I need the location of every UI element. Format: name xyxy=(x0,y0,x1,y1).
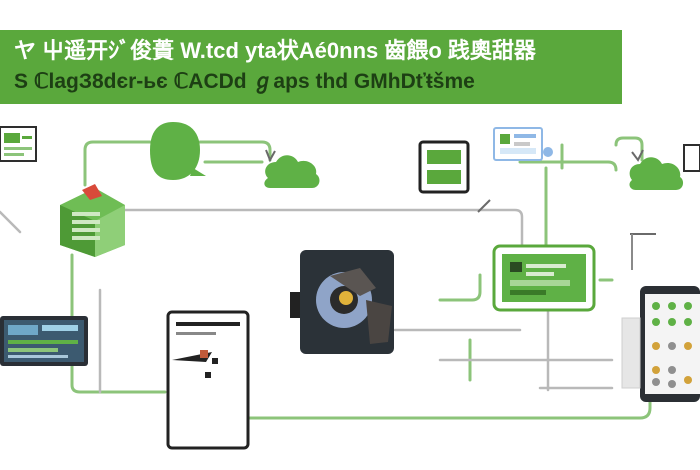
tablet-icon xyxy=(166,310,250,450)
phone-app-grid-icon xyxy=(621,286,700,402)
arrow-icon xyxy=(265,149,656,235)
storage-card-icon xyxy=(418,140,470,194)
connector-lines xyxy=(70,136,652,420)
document-panel-icon xyxy=(0,126,37,162)
laptop-icon xyxy=(0,316,88,366)
layered-box-icon xyxy=(60,184,125,257)
chat-bubble-icon xyxy=(150,122,206,180)
cloud-icon xyxy=(264,155,320,188)
banner-title: ヤ ⼬遥开ｼﾞ俊蕢 W.tcd yta状Aé0nns 齒餵o 践奧甜器 xyxy=(14,38,536,63)
banner-subtitle: S ℂlagЗ8dєr-ьє ℂACDd ℊaps thd GMhDťŧšme xyxy=(14,70,475,93)
green-monitor-icon xyxy=(492,244,596,312)
dashboard-window-icon xyxy=(493,127,553,161)
cloud-icon xyxy=(629,157,684,190)
disc-media-icon xyxy=(290,250,394,354)
title-banner: ヤ ⼬遥开ｼﾞ俊蕢 W.tcd yta状Aé0nns 齒餵o 践奧甜器 S ℂl… xyxy=(0,30,622,104)
document-panel-icon xyxy=(683,144,700,172)
